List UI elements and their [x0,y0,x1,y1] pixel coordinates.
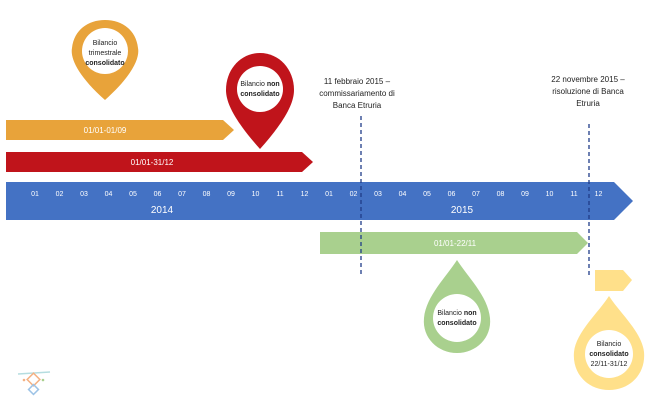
orange-pin-line2: trimestrale [89,50,122,57]
month-labels: 01 02 03 04 05 06 07 08 09 10 11 12 01 02 03 04 05 06 07 08… [31,191,602,198]
month-label: 12 [301,191,309,198]
month-label: 02 [350,191,358,198]
nov-event-line1: 22 novembre 2015 – [551,75,625,84]
red-bar: 01/01-31/12 [6,152,313,172]
nov-event-line3: Etruria [576,99,600,108]
nov-event-line2: risoluzione di Banca [552,87,624,96]
feb-event-line2: commissariamento di [319,89,395,98]
red-pin-line1: Bilancio non [240,81,279,88]
month-label: 09 [521,191,529,198]
green-drop-line2: consolidato [437,320,476,327]
feb-event-label: 11 febbraio 2015 – commissariamento di B… [319,77,395,110]
month-label: 02 [56,191,64,198]
month-label: 08 [203,191,211,198]
month-label: 05 [129,191,137,198]
month-label: 04 [105,191,113,198]
yellow-drop-line1: Bilancio [597,341,622,348]
month-label: 09 [227,191,235,198]
orange-bar-label: 01/01-01/09 [84,126,127,135]
month-label: 06 [154,191,162,198]
yellow-drop-line2: consolidato [589,351,628,358]
main-timeline-arrow [6,182,633,220]
yellow-arrow [595,270,632,291]
month-label: 03 [80,191,88,198]
feb-event-line3: Banca Etruria [333,101,382,110]
month-label: 03 [374,191,382,198]
green-drop: Bilancio non consolidato [423,260,491,353]
month-label: 10 [546,191,554,198]
month-label: 01 [325,191,333,198]
month-label: 01 [31,191,39,198]
red-pin: Bilancio non consolidato [226,53,294,149]
month-label: 11 [276,191,283,198]
orange-pin-line1: Bilancio [93,40,118,47]
orange-pin: Bilancio trimestrale consolidato [71,20,139,100]
month-label: 12 [595,191,603,198]
yellow-drop-line3: 22/11-31/12 [591,361,628,368]
month-label: 11 [570,191,577,198]
year-2014: 2014 [151,205,174,216]
orange-pin-line3: consolidato [85,60,124,67]
month-label: 05 [423,191,431,198]
year-2015: 2015 [451,205,474,216]
red-pin-line2: consolidato [240,91,279,98]
feb-event-line1: 11 febbraio 2015 – [324,77,391,86]
month-label: 07 [178,191,186,198]
green-bar: 01/01-22/11 [320,232,588,254]
month-label: 10 [252,191,260,198]
orange-bar: 01/01-01/09 [6,120,234,140]
month-label: 08 [497,191,505,198]
green-drop-line1: Bilancio non [437,310,476,317]
logo-icon [17,371,51,396]
yellow-drop: Bilancio consolidato 22/11-31/12 [573,296,645,390]
month-label: 07 [472,191,480,198]
red-bar-label: 01/01-31/12 [131,158,174,167]
nov-event-label: 22 novembre 2015 – risoluzione di Banca … [551,75,625,108]
month-label: 04 [399,191,407,198]
month-label: 06 [448,191,456,198]
green-bar-label: 01/01-22/11 [434,239,477,248]
